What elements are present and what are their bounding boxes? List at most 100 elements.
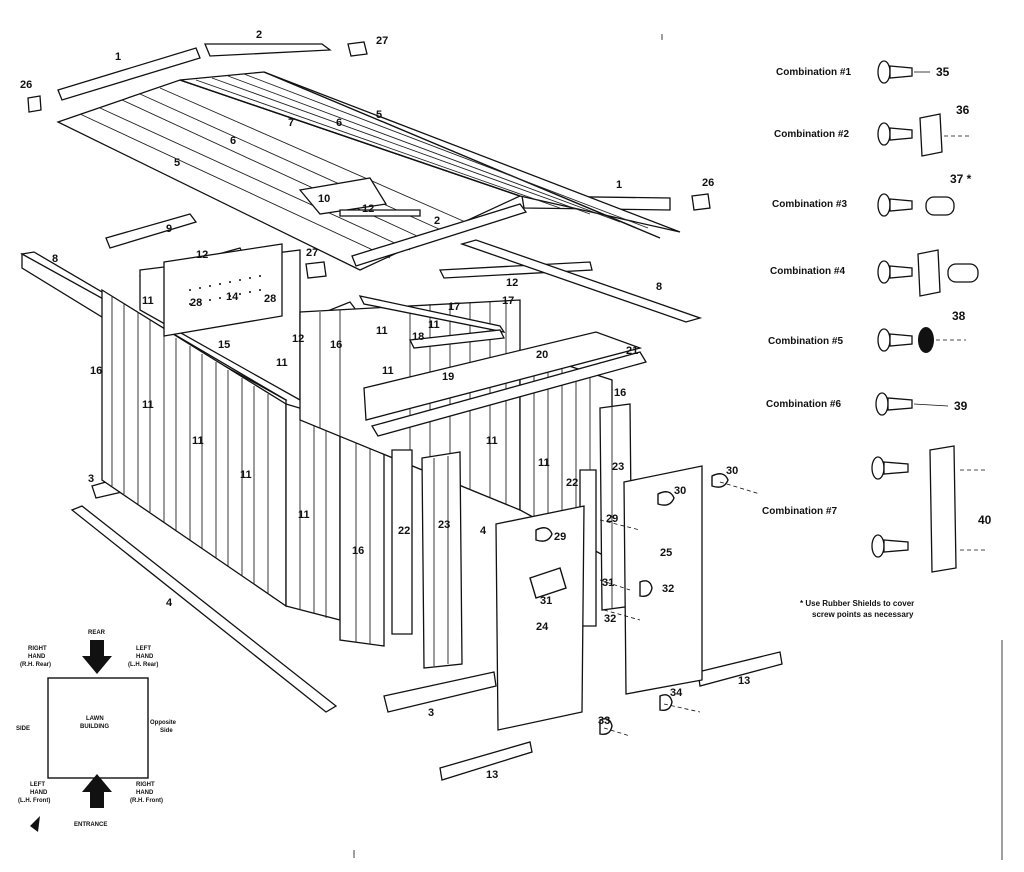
- part-label: 2: [256, 29, 262, 41]
- combination-2-part: 36: [956, 103, 970, 117]
- purlin-part-12-upper: [339, 209, 421, 217]
- lh-front-line2: HAND: [30, 790, 48, 796]
- part-label: 30: [726, 465, 738, 477]
- part-label: 29: [554, 531, 566, 543]
- part-label: 8: [52, 253, 58, 265]
- rh-rear-line2: HAND: [28, 654, 46, 660]
- rail-part-4-bottom: [70, 505, 338, 713]
- screw-icon: [877, 60, 913, 84]
- roof-ribs-right: [195, 73, 649, 229]
- part-label: 23: [438, 519, 450, 531]
- door-posts: [391, 403, 633, 669]
- bolt-icon: [875, 392, 913, 416]
- orientation-opposite-line2: Side: [160, 728, 173, 734]
- part-label: 16: [352, 545, 364, 557]
- part-label: 16: [330, 339, 342, 351]
- door-post-part-23-left: [421, 451, 463, 669]
- part-number-labels: 1 2 27 26 5 7 6 6 5 1 26 10 12 2 9 12 27…: [20, 29, 750, 781]
- part-label: 14: [226, 291, 239, 303]
- rubber-shield-note-line1: * Use Rubber Shields to cover: [800, 599, 914, 608]
- part-label: 33: [598, 715, 610, 727]
- orientation-center-line2: BUILDING: [80, 724, 109, 730]
- rail-part-3-front: [383, 671, 497, 713]
- entrance-arrow-icon: [82, 774, 112, 808]
- trim-part-1-left: [57, 47, 201, 101]
- part-label: 23: [612, 461, 624, 473]
- back-wall: [139, 243, 301, 402]
- part-label: 22: [398, 525, 410, 537]
- shelf-panel-part-14: [163, 243, 283, 337]
- part-label: 20: [536, 349, 548, 361]
- screw-icon: [877, 122, 913, 146]
- part-label: 12: [196, 249, 208, 261]
- trim-part-2-top: [204, 43, 332, 57]
- part-label: 24: [536, 621, 549, 633]
- cap-part-27-mid: [305, 261, 327, 279]
- part-label: 10: [318, 193, 330, 205]
- part-label: 21: [626, 345, 638, 357]
- cap-part-26-right: [691, 193, 711, 211]
- latch-part-32: [639, 580, 653, 598]
- combination-4-label: Combination #4: [770, 266, 845, 277]
- rail-part-13-front: [439, 741, 533, 781]
- knob-part-30-outer: [711, 473, 729, 488]
- header-rail-part-21: [371, 351, 647, 437]
- rh-front-line1: RIGHT: [136, 782, 155, 788]
- screw-icon: [877, 328, 913, 352]
- orientation-side: SIDE: [16, 726, 30, 732]
- part-label: 11: [142, 399, 154, 411]
- gable-brace-part-18: [409, 329, 505, 349]
- combination-3-label: Combination #3: [772, 199, 847, 210]
- door-panel-part-24: [495, 505, 585, 731]
- bracket-part-31: [529, 567, 567, 599]
- rear-arrow-icon: [82, 640, 112, 674]
- doors: [495, 465, 761, 737]
- part-label: 16: [614, 387, 626, 399]
- part-label: 11: [382, 365, 394, 377]
- part-label: 27: [306, 247, 318, 259]
- part-label: 11: [276, 357, 288, 369]
- part-label: 1: [115, 51, 121, 63]
- part-label: 26: [20, 79, 32, 91]
- part-label: 13: [486, 769, 498, 781]
- fastener-combinations: Combination #1 35 Combination #2 36 Comb…: [762, 60, 992, 619]
- part-label: 22: [566, 477, 578, 489]
- part-label: 2: [434, 215, 440, 227]
- rh-front-line2: HAND: [136, 790, 154, 796]
- orientation-guide: REAR RIGHT HAND (R.H. Rear) LEFT HAND (L…: [16, 630, 177, 832]
- lock-washer-part-38: [918, 327, 934, 353]
- part-label: 28: [190, 297, 202, 309]
- part-label: 19: [442, 371, 454, 383]
- rh-rear-line3: (R.H. Rear): [20, 662, 51, 668]
- lh-front-line3: (L.H. Front): [18, 798, 50, 804]
- rubber-shield-icon: [947, 263, 979, 283]
- combination-5-part: 38: [952, 309, 966, 323]
- combination-5-label: Combination #5: [768, 336, 843, 347]
- part-label: 32: [662, 583, 674, 595]
- part-label: 12: [292, 333, 304, 345]
- gable-brace-part-17: [358, 295, 506, 333]
- part-label: 7: [288, 117, 294, 129]
- part-label: 18: [412, 331, 424, 343]
- part-label: 12: [362, 203, 374, 215]
- part-label: 28: [264, 293, 276, 305]
- part-label: 13: [738, 675, 750, 687]
- rail-part-8-right: [459, 239, 703, 323]
- part-label: 27: [376, 35, 388, 47]
- part-label: 11: [486, 435, 498, 447]
- part-label: 6: [230, 135, 236, 147]
- part-label: 11: [538, 457, 550, 469]
- combination-1-part: 35: [936, 65, 950, 79]
- part-label: 1: [616, 179, 622, 191]
- screw-icon: [877, 260, 913, 284]
- part-label: 5: [174, 157, 180, 169]
- gable-header-part-20: [363, 331, 643, 421]
- purlin-part-2-mid: [351, 203, 528, 267]
- washer-part-36: [919, 113, 943, 157]
- part-label: 11: [376, 325, 388, 337]
- part-label: 16: [90, 365, 102, 377]
- part-label: 31: [602, 577, 614, 589]
- lh-rear-line2: HAND: [136, 654, 154, 660]
- part-label: 31: [540, 595, 552, 607]
